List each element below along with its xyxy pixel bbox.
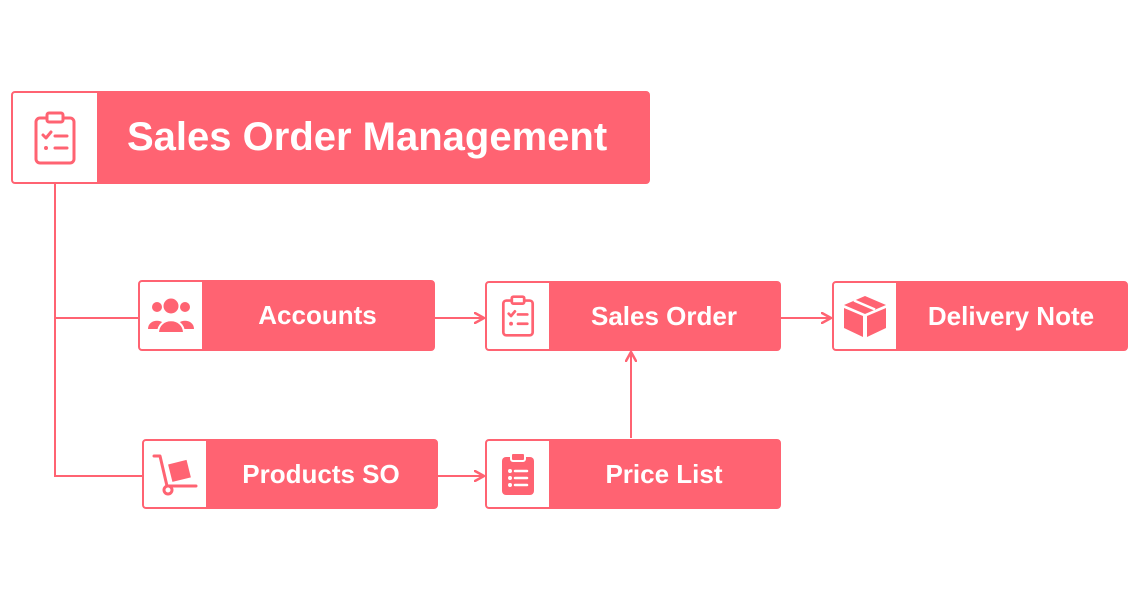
accounts-label: Accounts (258, 300, 377, 330)
title-label: Sales Order Management (127, 115, 608, 159)
sales-order-label: Sales Order (591, 300, 737, 331)
price-list-icon-box (487, 441, 549, 507)
clipboard-check-icon (34, 111, 76, 164)
accounts-icon-box (140, 282, 202, 349)
node-products-so[interactable]: Products SO (142, 439, 438, 509)
connector-title-to-products-so (54, 318, 143, 477)
node-accounts[interactable]: Accounts (138, 280, 435, 351)
sales-order-icon-box (487, 283, 549, 349)
products-so-icon-box (144, 441, 206, 507)
users-icon (148, 298, 194, 334)
title-node: Sales Order Management (11, 91, 650, 184)
price-list-label: Price List (605, 458, 723, 489)
box-icon (844, 296, 886, 337)
node-price-list[interactable]: Price List (485, 439, 781, 509)
clipboard-check-icon (501, 295, 535, 337)
title-icon-box (13, 93, 97, 182)
connector-title-to-accounts (54, 184, 139, 319)
delivery-note-label: Delivery Note (927, 300, 1095, 331)
hand-truck-icon (152, 454, 198, 496)
node-sales-order[interactable]: Sales Order (485, 281, 781, 351)
clipboard-list-icon (502, 452, 534, 495)
products-so-label: Products SO (242, 458, 400, 489)
node-delivery-note[interactable]: Delivery Note (832, 281, 1128, 351)
delivery-note-icon-box (834, 283, 896, 349)
